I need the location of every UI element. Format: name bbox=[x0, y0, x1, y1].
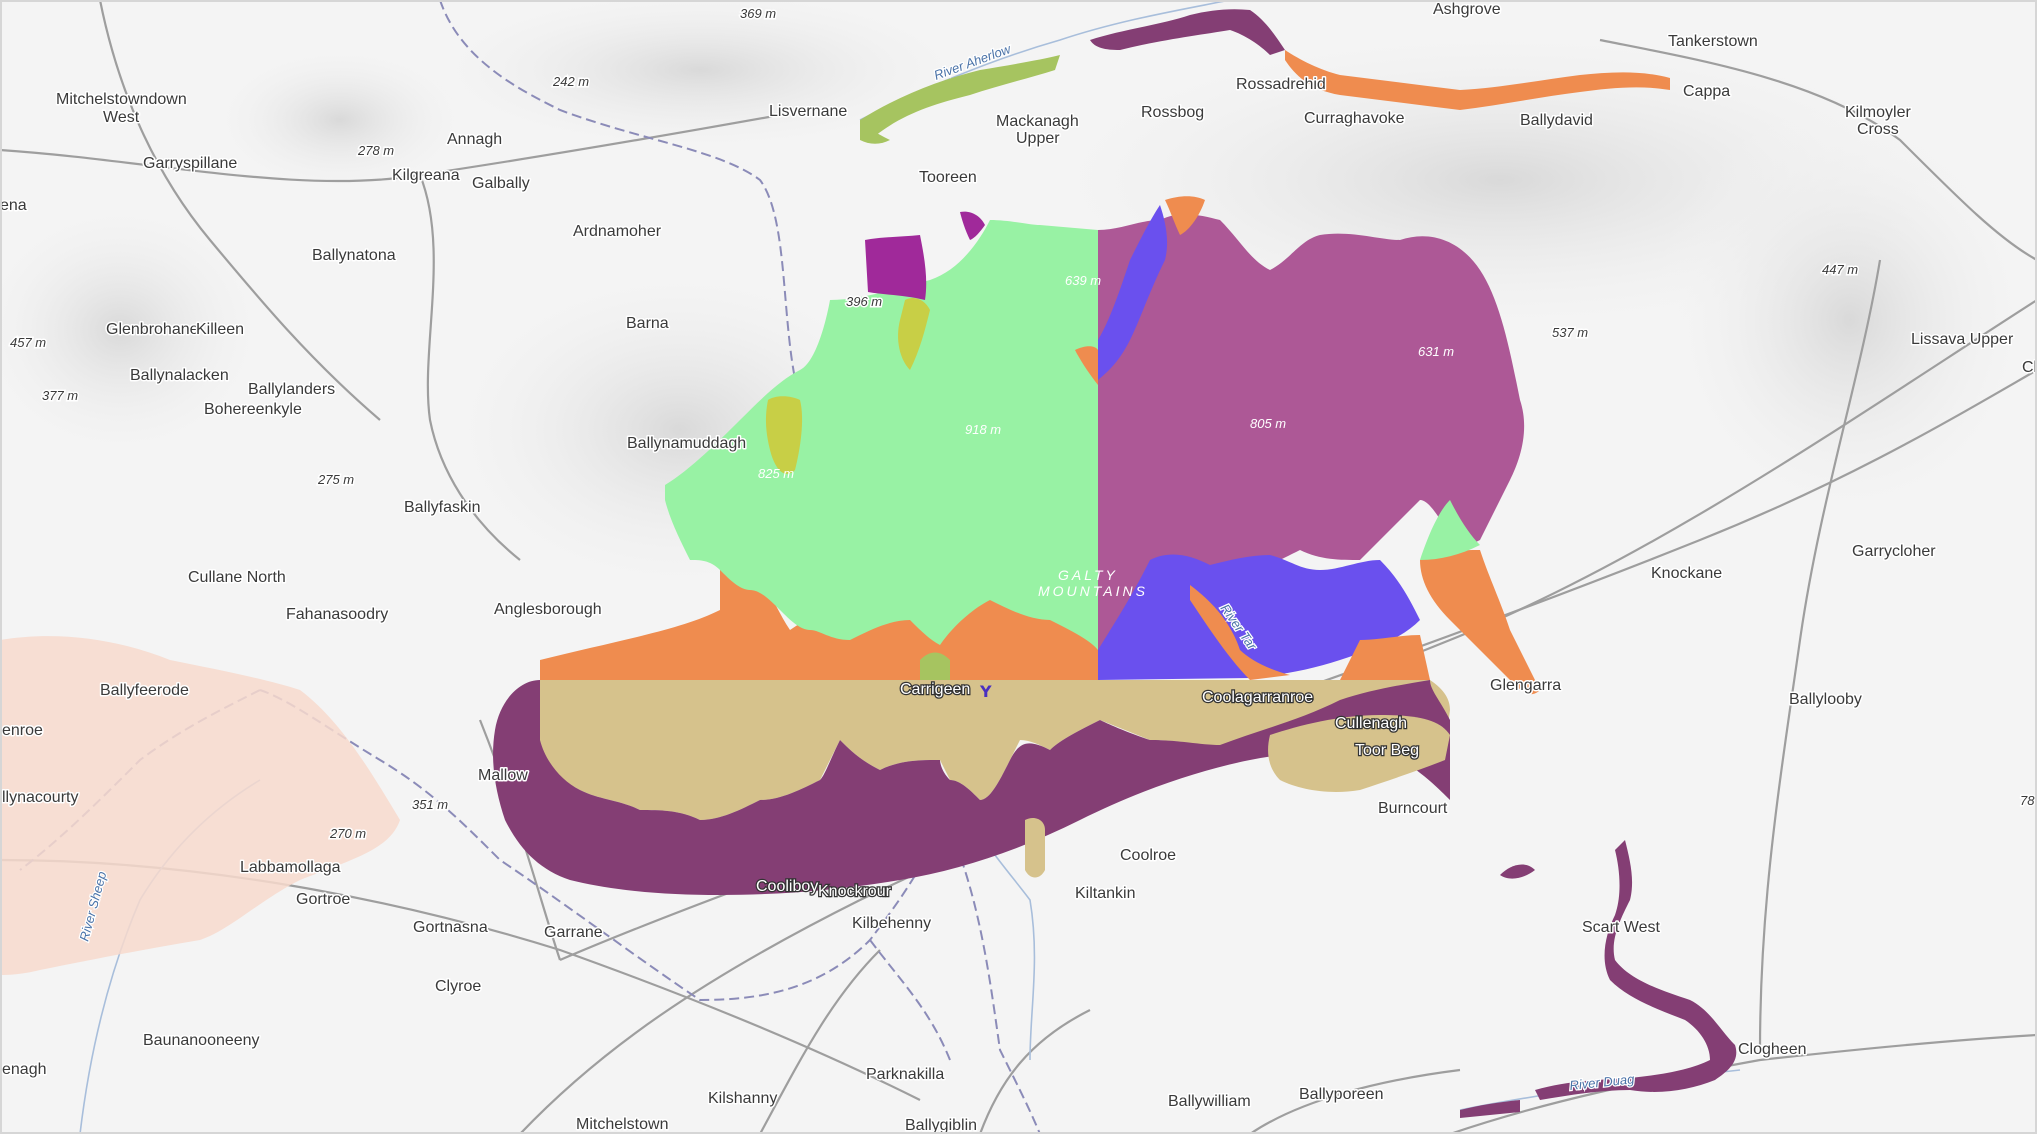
symbol-y: Y bbox=[979, 682, 992, 701]
place-knockane: Knockane bbox=[1651, 565, 1722, 582]
elev-537: 537 m bbox=[1552, 325, 1588, 340]
place-enroe: enroe bbox=[2, 722, 43, 739]
elev-369: 369 m bbox=[740, 6, 776, 21]
place-cappa: Cappa bbox=[1683, 83, 1730, 100]
elev-918: 918 m bbox=[965, 422, 1001, 437]
place-cullane-north: Cullane North bbox=[188, 569, 286, 586]
place-cullenagh: Cullenagh bbox=[1335, 715, 1407, 732]
place-tankerstown: Tankerstown bbox=[1668, 33, 1758, 50]
place-ardnamoher: Ardnamoher bbox=[573, 223, 662, 240]
place-lisvernane: Lisvernane bbox=[769, 103, 847, 120]
place-gortroe: Gortroe bbox=[296, 891, 350, 908]
place-mallow: Mallow bbox=[478, 767, 528, 784]
elevation-labels: 369 m 242 m 278 m 396 m 639 m 631 m 805 … bbox=[9, 5, 2037, 843]
elev-242: 242 m bbox=[552, 74, 589, 89]
place-scart-west: Scart West bbox=[1582, 919, 1661, 936]
place-rossadrehid: Rossadrehid bbox=[1236, 76, 1326, 93]
elev-396: 396 m bbox=[846, 294, 882, 309]
place-kiltankin: Kiltankin bbox=[1075, 885, 1135, 902]
elev-351: 351 m bbox=[412, 797, 448, 812]
place-galbally: Galbally bbox=[472, 175, 530, 192]
place-ballywilliam: Ballywilliam bbox=[1168, 1093, 1251, 1110]
place-garrycloher: Garrycloher bbox=[1852, 543, 1936, 560]
elev-275: 275 m bbox=[317, 472, 354, 487]
place-llynacourty: llynacourty bbox=[2, 789, 78, 806]
place-parknakilla: Parknakilla bbox=[866, 1066, 944, 1083]
place-gortnasna: Gortnasna bbox=[413, 919, 488, 936]
place-baunanooneeny: Baunanooneeny bbox=[143, 1032, 260, 1049]
place-curraghavoke: Curraghavoke bbox=[1304, 110, 1405, 127]
elev-805: 805 m bbox=[1250, 416, 1286, 431]
elev-78: 78 bbox=[2020, 793, 2035, 808]
elev-278: 278 m bbox=[357, 143, 394, 158]
elev-377: 377 m bbox=[42, 388, 78, 403]
place-kilbehenny: Kilbehenny bbox=[852, 915, 931, 932]
place-rossbog: Rossbog bbox=[1141, 104, 1204, 121]
place-mitchelstowndown: Mitchelstowndown bbox=[56, 91, 187, 108]
place-killeen: Killeen bbox=[196, 321, 244, 338]
place-bohereenkyle: Bohereenkyle bbox=[204, 401, 302, 418]
place-tooreen: Tooreen bbox=[919, 169, 977, 186]
hillshade bbox=[0, 0, 2037, 610]
place-mitchelstown: Mitchelstown bbox=[576, 1116, 668, 1133]
place-carrigeen: Carrigeen bbox=[900, 681, 970, 698]
place-ballynatona: Ballynatona bbox=[312, 247, 396, 264]
place-ballylooby: Ballylooby bbox=[1789, 691, 1862, 708]
place-kilmoyler: Kilmoyler bbox=[1845, 104, 1911, 121]
place-annagh: Annagh bbox=[447, 131, 502, 148]
place-ballyfeerode: Ballyfeerode bbox=[100, 682, 189, 699]
elev-631: 631 m bbox=[1418, 344, 1454, 359]
place-ballylanders: Ballylanders bbox=[248, 381, 335, 398]
place-ballyporeen: Ballyporeen bbox=[1299, 1086, 1384, 1103]
place-ashgrove: Ashgrove bbox=[1433, 1, 1501, 18]
place-clogheen: Clogheen bbox=[1738, 1041, 1807, 1058]
place-mackanagh-l2: Upper bbox=[1016, 130, 1060, 147]
elev-639: 639 m bbox=[1065, 273, 1101, 288]
place-lissava-upper: Lissava Upper bbox=[1911, 331, 2014, 348]
place-toor-beg: Toor Beg bbox=[1355, 742, 1419, 759]
place-cl: Cl bbox=[2022, 359, 2037, 376]
place-ballynamuddagh: Ballynamuddagh bbox=[627, 435, 746, 452]
river-corridor-southeast bbox=[1460, 840, 1737, 1118]
place-kilgreana: Kilgreana bbox=[392, 167, 460, 184]
elev-825: 825 m bbox=[758, 466, 794, 481]
river-corridor-north bbox=[860, 9, 1670, 144]
peach-area bbox=[0, 636, 400, 975]
place-enagh: enagh bbox=[2, 1061, 47, 1078]
mountains-label: MOUNTAINS bbox=[1038, 583, 1148, 599]
place-garryspillane: Garryspillane bbox=[143, 155, 237, 172]
place-burncourt: Burncourt bbox=[1378, 800, 1448, 817]
place-ballynalacken: Ballynalacken bbox=[130, 367, 229, 384]
galty-label: GALTY bbox=[1058, 567, 1118, 583]
place-clyroe: Clyroe bbox=[435, 978, 481, 995]
elev-447: 447 m bbox=[1822, 262, 1858, 277]
place-mitchelstowndown-l2: West bbox=[103, 109, 140, 126]
habitat-zones bbox=[493, 196, 1540, 895]
place-cooliboy: Cooliboy bbox=[756, 878, 818, 895]
place-garrane: Garrane bbox=[544, 924, 603, 941]
place-glengarra: Glengarra bbox=[1490, 677, 1561, 694]
place-ena: ena bbox=[0, 197, 27, 214]
elev-270: 270 m bbox=[329, 826, 366, 841]
place-ballygiblin: Ballygiblin bbox=[905, 1117, 977, 1134]
place-kilmoyler-l2: Cross bbox=[1857, 121, 1899, 138]
place-barna: Barna bbox=[626, 315, 669, 332]
place-ballydavid: Ballydavid bbox=[1520, 112, 1593, 129]
place-labbamollaga: Labbamollaga bbox=[240, 859, 341, 876]
place-kilshanny: Kilshanny bbox=[708, 1090, 777, 1107]
place-glenbrohane: Glenbrohane bbox=[106, 321, 199, 338]
place-mackanagh: Mackanagh bbox=[996, 113, 1079, 130]
mountain-label: GALTY MOUNTAINS bbox=[1038, 567, 1148, 599]
place-coolroe: Coolroe bbox=[1120, 847, 1176, 864]
place-coolagarranroe: Coolagarranroe bbox=[1202, 689, 1313, 706]
place-anglesborough: Anglesborough bbox=[494, 601, 602, 618]
place-fahanasoodry: Fahanasoodry bbox=[286, 606, 388, 623]
place-knockrour: Knockrour bbox=[818, 883, 892, 900]
elev-457: 457 m bbox=[10, 335, 46, 350]
place-ballyfaskin: Ballyfaskin bbox=[404, 499, 480, 516]
